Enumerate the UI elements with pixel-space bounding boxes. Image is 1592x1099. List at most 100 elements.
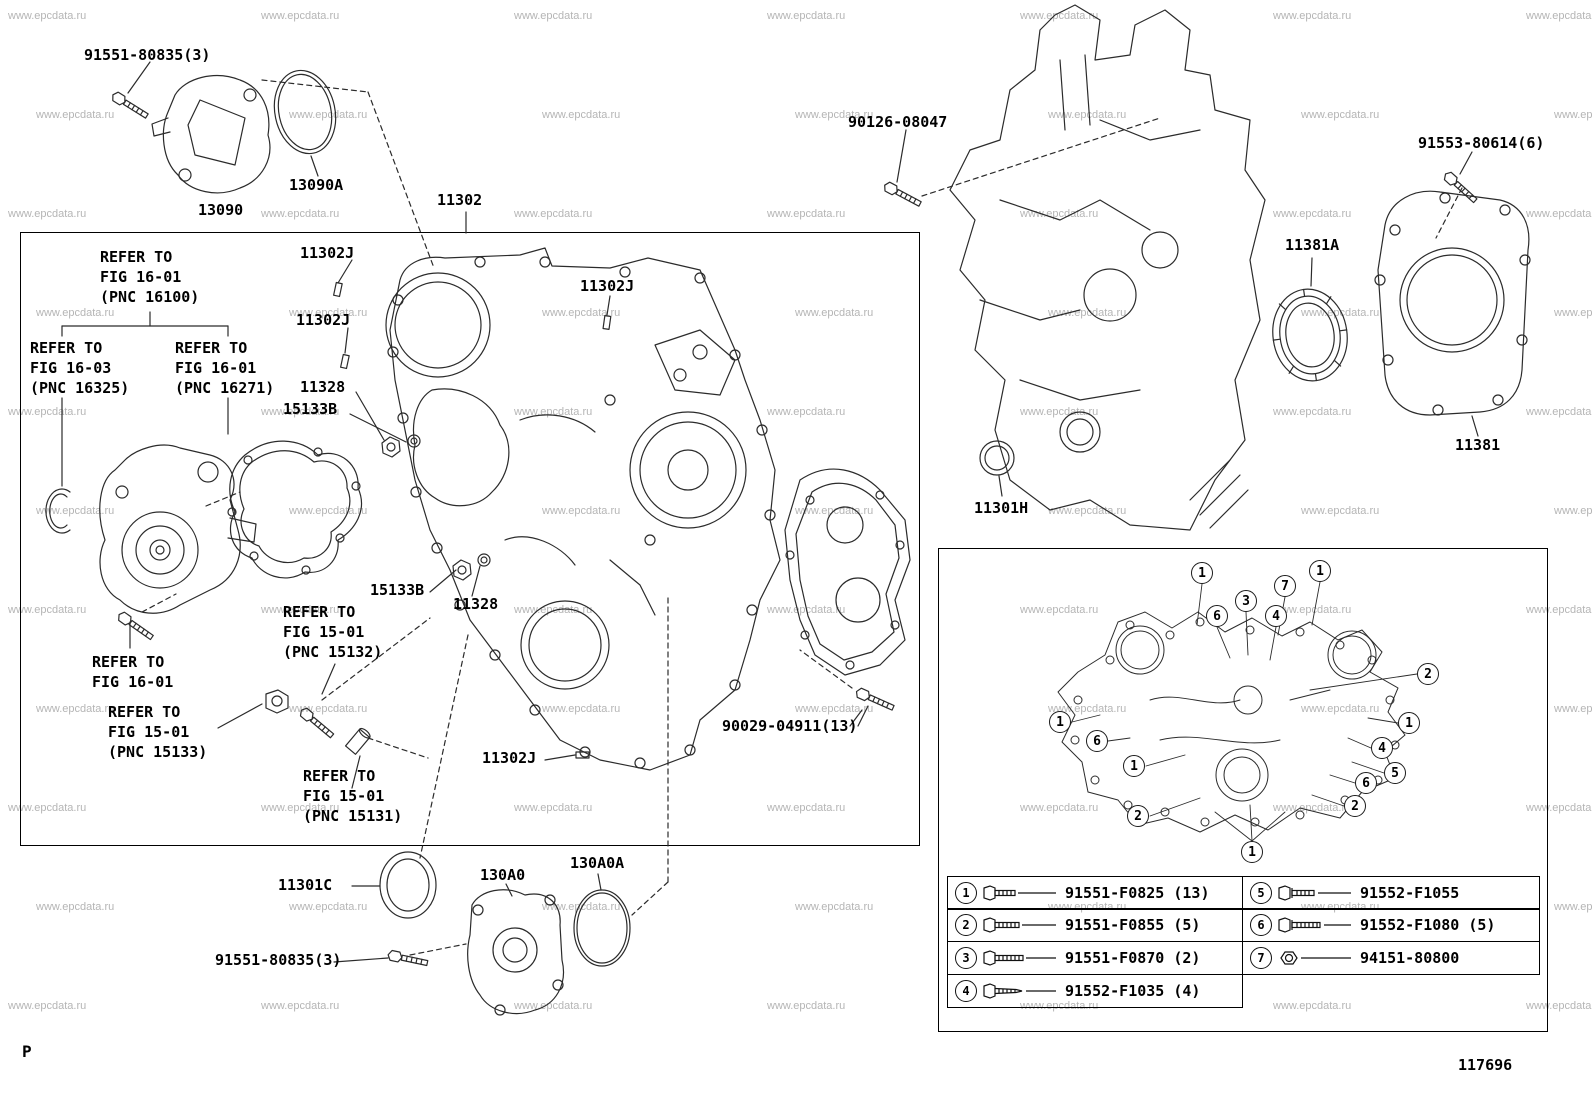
watermark: www.epcdata.ru [542, 703, 621, 715]
part-label-130a0: 130A0 [480, 866, 526, 884]
watermark: www.epcdata.ru [514, 1000, 593, 1012]
part-label-11301h: 11301H [974, 499, 1029, 517]
legend-part-number: 94151-80800 [1360, 949, 1460, 968]
callout-6: 6 [1206, 605, 1228, 627]
watermark: www.epcdata.ru [1048, 109, 1127, 121]
nut-icon [1280, 951, 1351, 965]
legend-row-6: 6 91552-F1080 (5) [1242, 908, 1540, 943]
watermark: www.epcdata.ru [1273, 208, 1352, 220]
callout-6: 6 [1086, 730, 1108, 752]
ref-line: (PNC 16100) [100, 288, 200, 306]
callout-2: 2 [1344, 795, 1366, 817]
legend-part-number: 91551-F0825 (13) [1065, 883, 1210, 902]
watermark: www.epcdata.ru [1048, 703, 1127, 715]
watermark: www.epcdata.ru [261, 406, 340, 418]
refer-fig15-01-15132: REFER TO FIG 15-01 (PNC 15132) [283, 602, 382, 662]
watermark: www.epcdata.ru [767, 406, 846, 418]
callout-1: 1 [1191, 562, 1213, 584]
watermark: www.epcdata.ru [1020, 406, 1099, 418]
oring-130a0a-drawing [573, 873, 631, 967]
watermark: www.epcdata.ru [36, 307, 115, 319]
ref-line: FIG 16-01 [100, 268, 182, 286]
part-label-13090a: 13090A [289, 176, 344, 194]
watermark: www.epcdata.ru [261, 208, 340, 220]
oil-plug-drawing [265, 617, 431, 759]
watermark: www.epcdata.ru [1526, 10, 1592, 22]
watermark: www.epcdata.ru [542, 109, 621, 121]
watermark: www.epcdata.ru [1273, 406, 1352, 418]
callout-5: 5 [1384, 762, 1406, 784]
watermark: www.epcdata.ru [1273, 10, 1352, 22]
ref-line: FIG 15-01 [283, 623, 365, 641]
watermark: www.epcdata.ru [8, 1000, 87, 1012]
watermark: www.epcdata.ru [1048, 307, 1127, 319]
watermark: www.epcdata.ru [795, 307, 874, 319]
watermark: www.epcdata.ru [1301, 703, 1380, 715]
legend-part-number: 91551-F0870 (2) [1065, 949, 1201, 968]
watermark: www.epcdata.ru [1301, 109, 1380, 121]
watermark: www.epcdata.ru [795, 703, 874, 715]
watermark: www.epcdata.ru [289, 109, 368, 121]
ref-line: (PNC 15131) [303, 807, 403, 825]
refer-fig16-01-16271: REFER TO FIG 16-01 (PNC 16271) [175, 338, 274, 398]
page-letter: P [22, 1042, 32, 1061]
watermark: www.epcdata.ru [767, 208, 846, 220]
watermark: www.epcdata.ru [1020, 1000, 1099, 1012]
oil-seal-11301c-drawing [351, 851, 437, 919]
callout-1: 1 [1241, 841, 1263, 863]
part-label-11302j-3: 11302J [580, 277, 635, 295]
callout-badge: 5 [1250, 881, 1272, 904]
watermark: www.epcdata.ru [1301, 505, 1380, 517]
legend-table-right: 5 91552-F1055 6 91552-F1080 (5) 7 94151-… [1242, 875, 1540, 976]
bolt-icon [1278, 885, 1351, 901]
legend-row-2: 2 91551-F0855 (5) [947, 908, 1243, 943]
part-label-11302j-4: 11302J [482, 749, 537, 767]
refer-fig16-01-plain: REFER TO FIG 16-01 [92, 652, 173, 692]
ref-line: FIG 15-01 [108, 723, 190, 741]
oil-pump-cover-drawing [467, 883, 564, 1016]
callout-1: 1 [1309, 560, 1331, 582]
watermark: www.epcdata.ru [542, 307, 621, 319]
watermark: www.epcdata.ru [1048, 901, 1127, 913]
watermark: www.epcdata.ru [1554, 901, 1592, 913]
legend-row-5: 5 91552-F1055 [1242, 875, 1540, 910]
watermark: www.epcdata.ru [289, 307, 368, 319]
watermark: www.epcdata.ru [1526, 406, 1592, 418]
part-label-11302: 11302 [437, 191, 483, 209]
refer-fig16-01-16100: REFER TO FIG 16-01 (PNC 16100) [100, 247, 199, 307]
legend-part-number: 91552-F1035 (4) [1065, 981, 1201, 1000]
watermark: www.epcdata.ru [36, 901, 115, 913]
legend-row-7: 7 94151-80800 [1242, 941, 1540, 976]
bolt-icon [983, 917, 1056, 934]
part-label-11301c: 11301C [278, 876, 333, 894]
watermark: www.epcdata.ru [514, 604, 593, 616]
watermark: www.epcdata.ru [289, 505, 368, 517]
cover-bolt-90029-drawing [799, 649, 896, 727]
part-label-11381a: 11381A [1285, 236, 1340, 254]
ref-line: (PNC 16271) [175, 379, 275, 397]
refer-fig16-03-16325: REFER TO FIG 16-03 (PNC 16325) [30, 338, 129, 398]
callout-2: 2 [1417, 663, 1439, 685]
seal-11381a-drawing [1272, 288, 1348, 382]
watermark: www.epcdata.ru [767, 1000, 846, 1012]
legend-row-4: 4 91552-F1035 (4) [947, 973, 1243, 1008]
union-bolt-lower-drawing [429, 553, 491, 597]
watermark: www.epcdata.ru [8, 406, 87, 418]
callout-1: 1 [1398, 712, 1420, 734]
ref-line: REFER TO [108, 703, 181, 721]
watermark: www.epcdata.ru [1554, 505, 1592, 517]
ref-line: REFER TO [175, 339, 248, 357]
callout-badge: 6 [1250, 914, 1272, 937]
watermark: www.epcdata.ru [1526, 802, 1592, 814]
part-label-91551-top: 91551-80835(3) [84, 46, 211, 64]
legend-part-number: 91552-F1080 (5) [1360, 916, 1496, 935]
legend-part-number: 91552-F1055 [1360, 883, 1460, 902]
inset-cover-drawing [1057, 581, 1418, 842]
watermark: www.epcdata.ru [542, 505, 621, 517]
legend-part-number: 91551-F0855 (5) [1065, 916, 1201, 935]
watermark: www.epcdata.ru [289, 703, 368, 715]
callout-2: 2 [1127, 805, 1149, 827]
ref-line: REFER TO [283, 603, 356, 621]
inset-diagram-box [938, 548, 1548, 1032]
